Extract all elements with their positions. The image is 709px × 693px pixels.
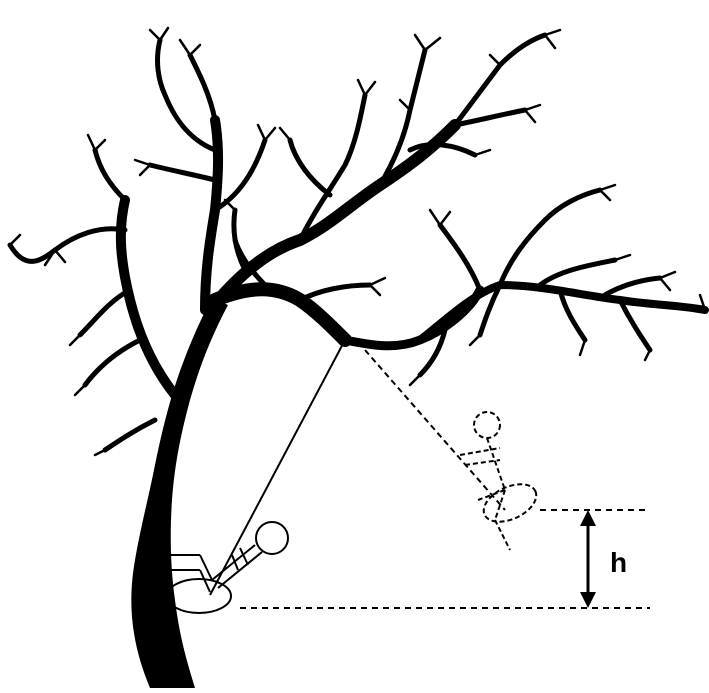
swing-seat-high: [482, 483, 538, 523]
person-high-head: [473, 411, 501, 439]
person-low-head: [255, 521, 289, 555]
height-indicator: h: [240, 509, 650, 609]
tree: [7, 26, 709, 688]
swing-seat-low: [166, 578, 232, 614]
tree-trunk: [131, 298, 228, 688]
height-arrow-up-head: [580, 510, 596, 526]
height-arrow-down-head: [580, 592, 596, 608]
height-label: h: [610, 547, 627, 578]
rope-dashed: [364, 349, 506, 511]
person-low: [159, 521, 289, 614]
person-high-dashed: [459, 411, 538, 551]
tree-secondary-branches: [7, 32, 663, 453]
rope-solid: [209, 339, 346, 596]
tree-main-branches: [115, 115, 709, 400]
tree-twigs: [8, 26, 707, 457]
